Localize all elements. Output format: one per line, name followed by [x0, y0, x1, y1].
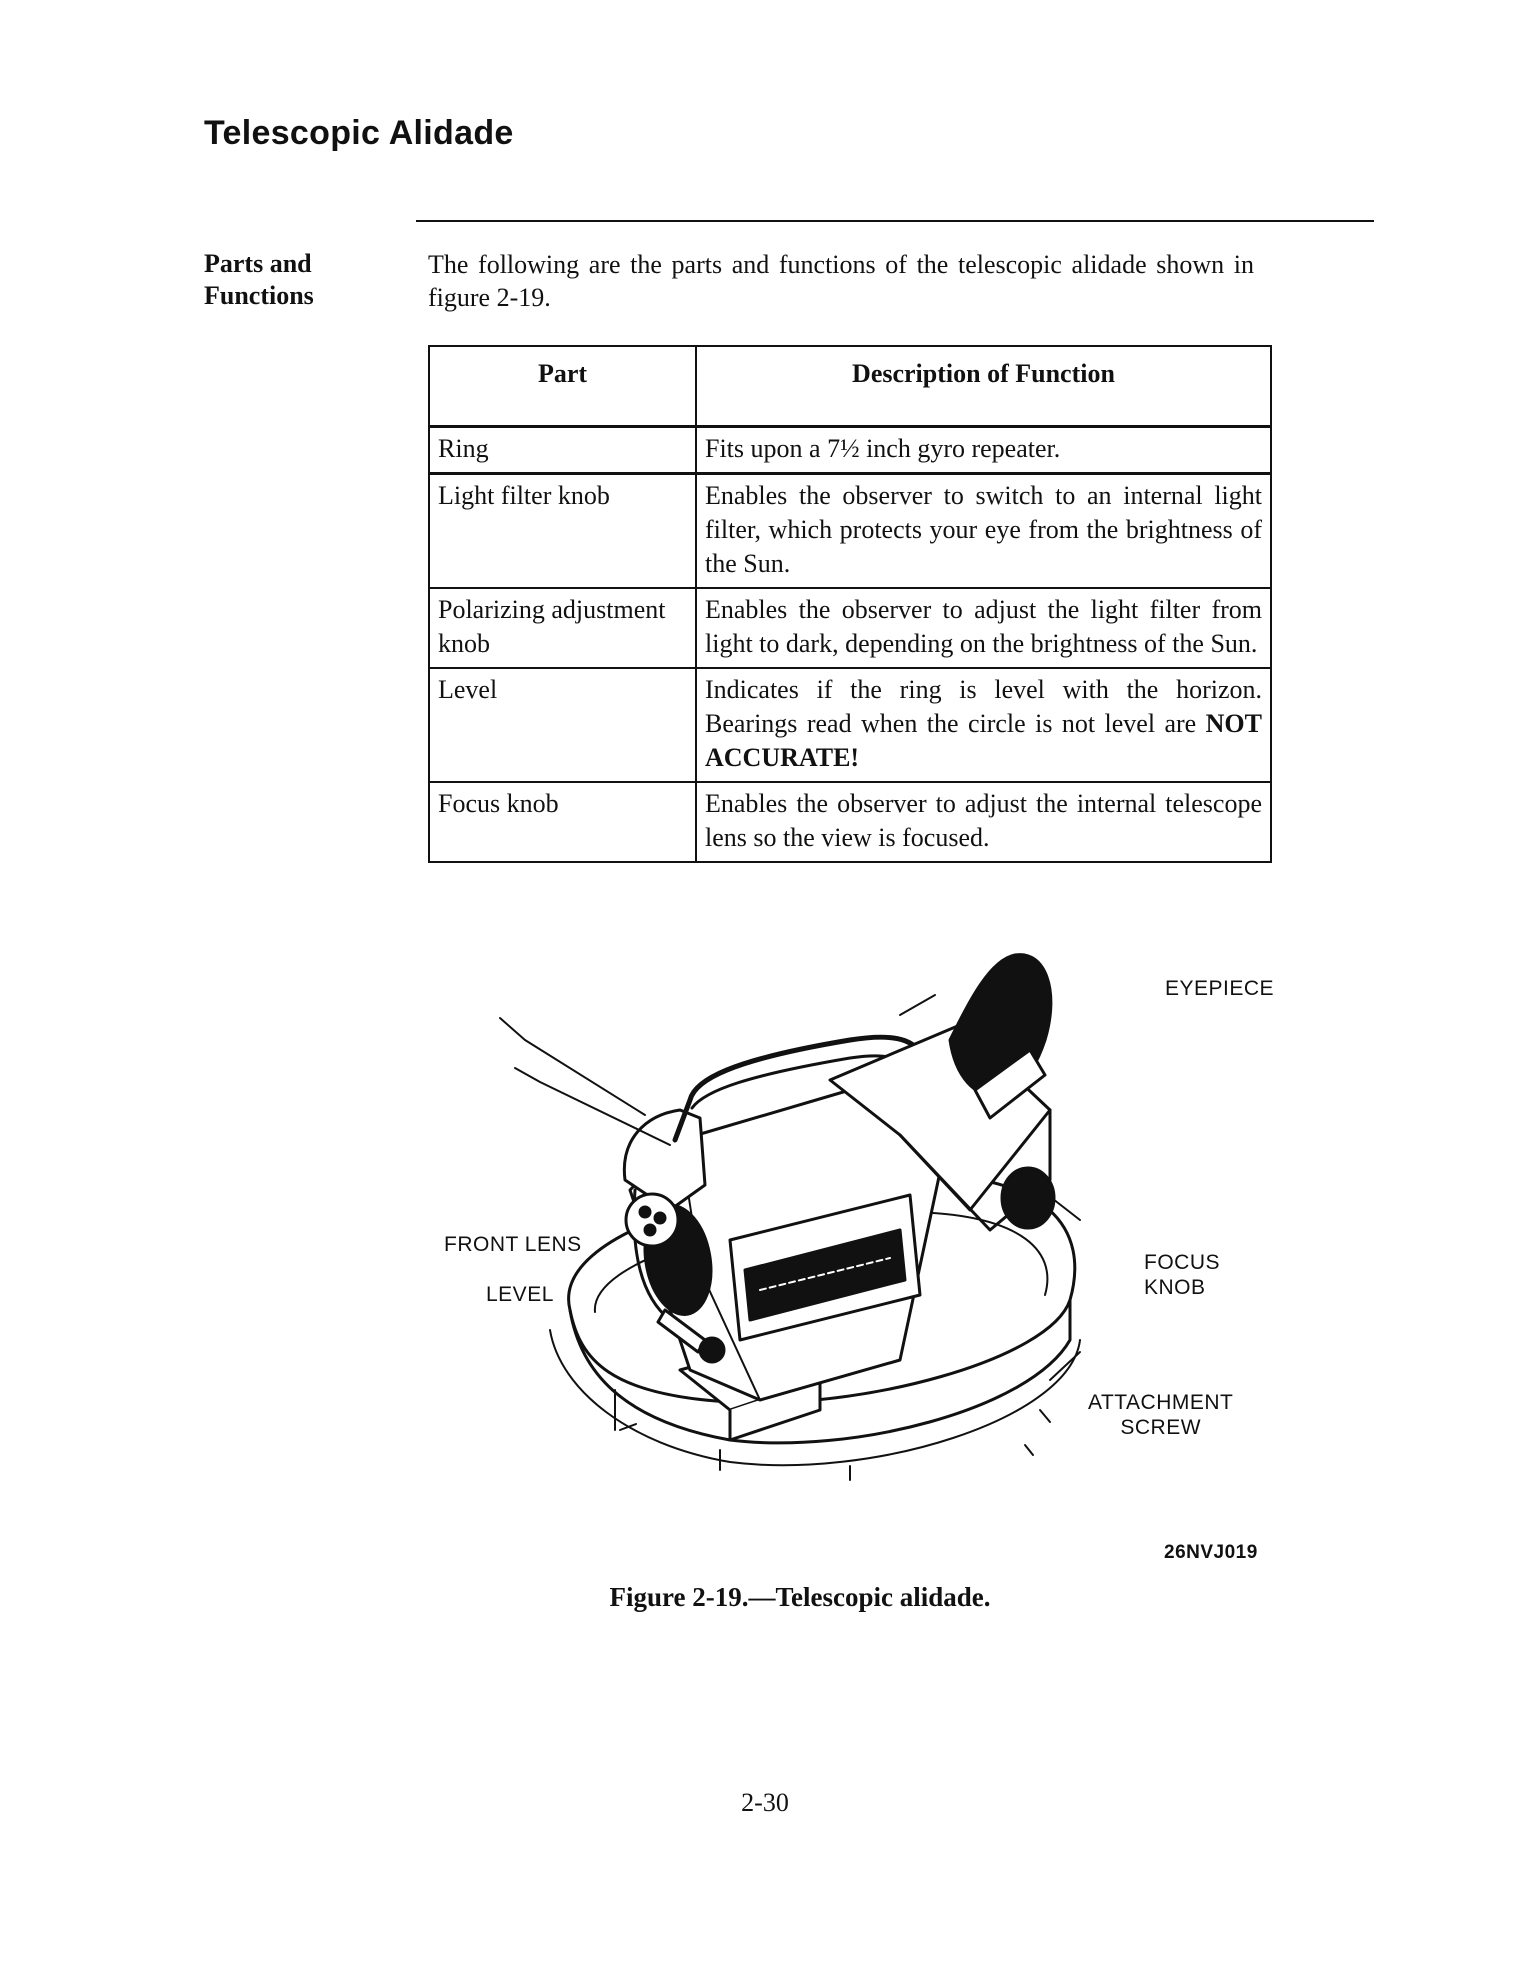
part-cell: Polarizing adjustment knob	[428, 586, 697, 669]
section-rule	[416, 220, 1374, 222]
table-row: Light filter knob Enables the observer t…	[428, 471, 1272, 589]
description-cell: Enables the observer to switch to an int…	[695, 471, 1272, 589]
label-level: LEVEL	[486, 1283, 554, 1306]
description-cell: Indicates if the ring is level with the …	[695, 666, 1272, 783]
label-focus-knob: FOCUS KNOB	[1144, 1251, 1220, 1299]
header-description: Description of Function	[695, 345, 1272, 427]
description-cell: Fits upon a 7½ inch gyro repeater.	[695, 424, 1272, 474]
label-front-lens: FRONT LENS	[444, 1233, 582, 1256]
description-text: Indicates if the ring is level with the …	[705, 674, 1262, 738]
part-cell: Ring	[428, 424, 697, 474]
table-row: Ring Fits upon a 7½ inch gyro repeater.	[428, 424, 1272, 474]
figure-caption: Figure 2-19.—Telescopic alidade.	[609, 1582, 991, 1612]
part-cell: Focus knob	[428, 780, 697, 863]
page-title: Telescopic Alidade	[204, 114, 514, 152]
label-attachment-screw: ATTACHMENT SCREW	[1088, 1391, 1234, 1439]
table-row: Focus knob Enables the observer to adjus…	[428, 780, 1272, 863]
intro-paragraph: The following are the parts and function…	[428, 250, 1254, 312]
header-part: Part	[428, 345, 697, 427]
alidade-illustration	[499, 953, 1081, 1481]
part-cell: Light filter knob	[428, 471, 697, 589]
table-header-row: Part Description of Function	[428, 345, 1272, 427]
label-eyepiece: EYEPIECE	[1165, 977, 1275, 1000]
warning-emphasis: NOT ACCURATE!	[705, 708, 1262, 772]
side-heading-text: Parts and Functions	[204, 249, 314, 310]
table-row: Level Indicates if the ring is level wit…	[428, 666, 1272, 783]
part-cell: Level	[428, 666, 697, 783]
description-cell: Enables the observer to adjust the light…	[695, 586, 1272, 669]
side-heading: Parts and Functions	[204, 248, 404, 312]
figure-code: 26NVJ019	[1164, 1542, 1258, 1563]
page-number: 2-30	[741, 1788, 789, 1817]
parts-table: Part Description of Function Ring Fits u…	[428, 345, 1272, 863]
description-cell: Enables the observer to adjust the inter…	[695, 780, 1272, 863]
table-row: Polarizing adjustment knob Enables the o…	[428, 586, 1272, 669]
alidade-figure: EYEPIECE FOCUS KNOB FRONT LENS LEVEL ATT…	[430, 940, 1310, 1580]
